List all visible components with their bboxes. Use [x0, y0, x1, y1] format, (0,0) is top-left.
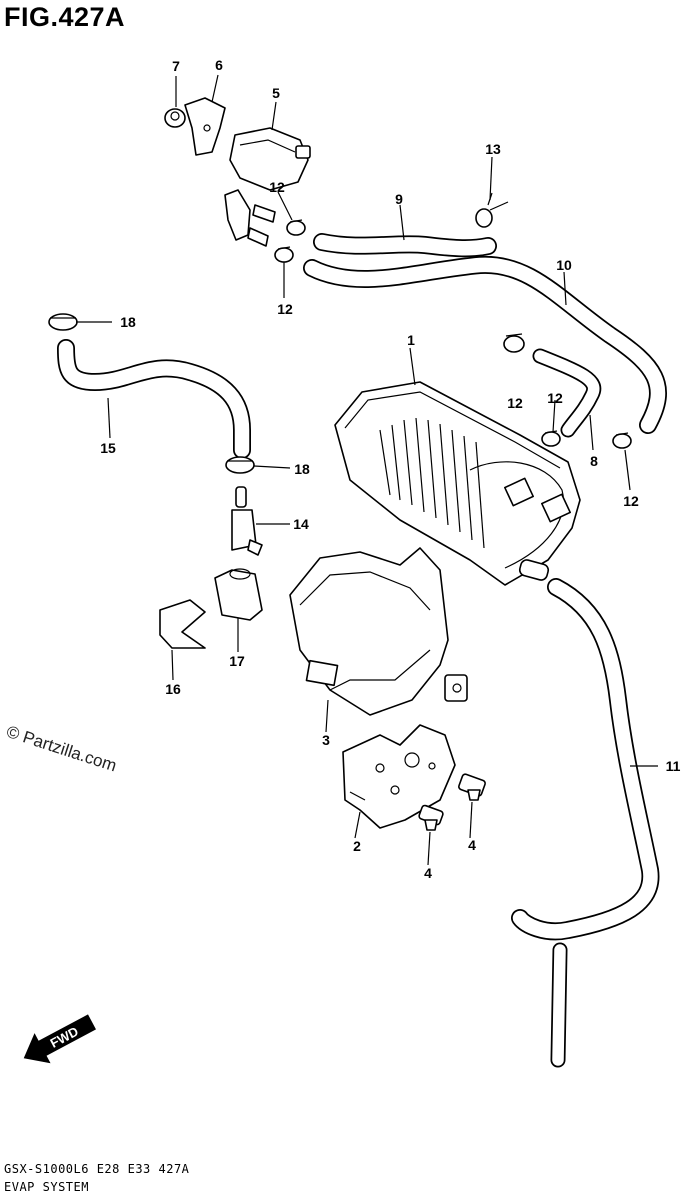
callout-1: 1	[407, 332, 415, 348]
callout-12-c: 12	[507, 395, 523, 411]
callout-3: 3	[322, 732, 330, 748]
hose-10[interactable]	[303, 255, 667, 434]
forward-direction-arrow: FWD	[23, 1014, 96, 1064]
valve-cushion[interactable]	[214, 568, 263, 621]
hose-8[interactable]	[532, 348, 602, 438]
callout-15: 15	[100, 440, 116, 456]
hose-11[interactable]	[511, 578, 660, 1068]
callout-17: 17	[229, 653, 245, 669]
leader-lines	[76, 74, 658, 866]
clamp-18-lower[interactable]	[225, 456, 255, 474]
callout-9: 9	[395, 191, 403, 207]
rollover-valve[interactable]	[231, 486, 263, 556]
evap-canister[interactable]	[334, 381, 581, 586]
callout-18-lower: 18	[294, 461, 310, 477]
callout-13: 13	[485, 141, 501, 157]
bolt-lower[interactable]	[418, 804, 444, 831]
callout-8: 8	[590, 453, 598, 469]
clamp-a[interactable]	[286, 219, 306, 236]
callout-18-upper: 18	[120, 314, 136, 330]
clamp-b[interactable]	[274, 246, 294, 263]
callout-5: 5	[272, 85, 280, 101]
clamp-18-upper[interactable]	[48, 313, 78, 331]
callout-12-d: 12	[547, 390, 563, 406]
purge-control-valve[interactable]	[224, 127, 311, 247]
callout-12-b: 12	[277, 301, 293, 317]
valve-holder[interactable]	[159, 599, 206, 649]
nut[interactable]	[164, 108, 186, 128]
mounting-plate[interactable]	[342, 724, 456, 829]
callout-2: 2	[353, 838, 361, 854]
callout-16: 16	[165, 681, 181, 697]
clamp-e[interactable]	[612, 432, 632, 449]
callout-10: 10	[556, 257, 572, 273]
callout-4-upper: 4	[468, 837, 476, 853]
hose-15[interactable]	[57, 339, 251, 459]
callouts: 1 2 3 4 4 5 6 7 8 9 10 11 12 12 12 12 12…	[100, 57, 680, 881]
callout-12-a: 12	[269, 179, 285, 195]
hose-clip[interactable]	[475, 192, 509, 228]
callout-7: 7	[172, 58, 180, 74]
section-name: EVAP SYSTEM	[4, 1180, 89, 1194]
valve-bracket[interactable]	[184, 97, 226, 156]
bolt-upper[interactable]	[458, 773, 486, 801]
figure-title: FIG.427A	[4, 2, 126, 32]
hose-9[interactable]	[313, 233, 497, 258]
clamp-c[interactable]	[503, 333, 525, 353]
callout-6: 6	[215, 57, 223, 73]
callout-11: 11	[666, 758, 681, 774]
model-code: GSX-S1000L6 E28 E33 427A	[4, 1162, 190, 1176]
callout-14: 14	[293, 516, 309, 532]
callout-4-lower: 4	[424, 865, 432, 881]
callout-12-e: 12	[623, 493, 639, 509]
fwd-label: FWD	[48, 1024, 81, 1051]
clamp-d[interactable]	[541, 430, 561, 447]
canister-bracket[interactable]	[289, 547, 468, 716]
